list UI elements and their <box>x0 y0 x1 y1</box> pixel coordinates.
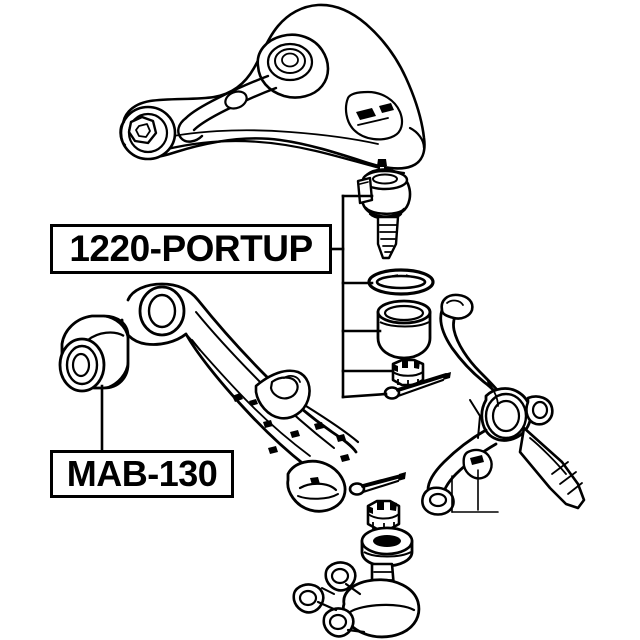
lower-washer <box>360 526 414 568</box>
lower-ball-joint <box>292 561 421 639</box>
upper-ball-joint-stud <box>356 159 412 260</box>
steering-knuckle <box>421 293 586 516</box>
castle-nut <box>391 358 425 387</box>
part-number-label-upper: 1220-PORTUP <box>50 224 332 274</box>
lower-arm-bushing <box>58 314 130 393</box>
cotter-pin <box>383 372 451 400</box>
upper-control-arm <box>119 3 426 175</box>
lower-control-arm <box>120 282 360 513</box>
snap-ring <box>367 268 435 296</box>
lower-castle-nut <box>366 499 401 531</box>
lower-cotter-pin <box>348 472 406 496</box>
part-number-label-lower: MAB-130 <box>50 450 234 498</box>
upper-ball-joint-bracket <box>330 194 393 399</box>
dust-boot <box>376 299 432 360</box>
